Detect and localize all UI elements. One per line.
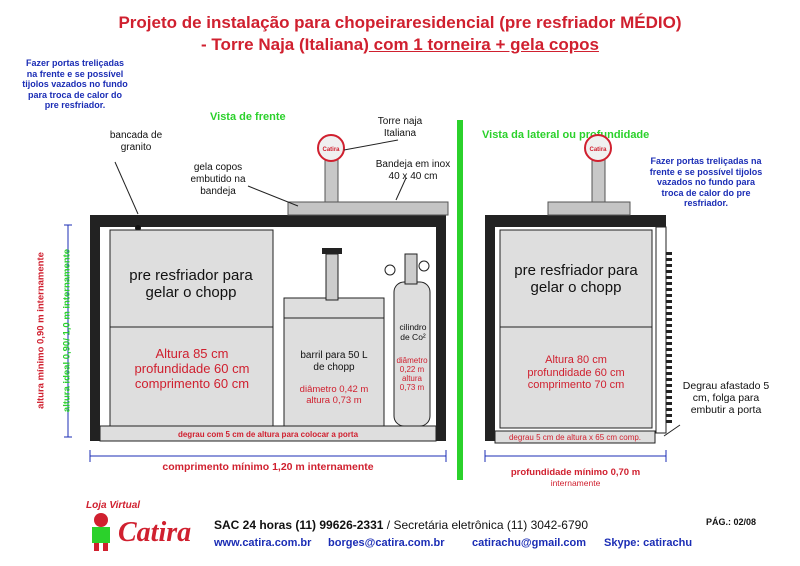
front-left-wall bbox=[90, 215, 100, 441]
lattice-slat bbox=[666, 384, 672, 387]
front-countertop bbox=[90, 215, 446, 227]
side-step-label: degrau 5 cm de altura x 65 cm comp. bbox=[508, 433, 642, 442]
contact-line: SAC 24 horas (11) 99626-2331 / Secretári… bbox=[214, 518, 588, 532]
lattice-slat bbox=[666, 366, 672, 369]
side-tower bbox=[591, 157, 606, 203]
title-line-2b: com 1 torneira + gela copos bbox=[368, 35, 599, 54]
skype-text: Skype: catirachu bbox=[604, 537, 693, 549]
co2-specs: diâmetro 0,22 m altura 0,73 m bbox=[394, 356, 430, 392]
title-line-2: - Torre Naja (Italiana) com 1 torneira +… bbox=[0, 34, 800, 55]
logo-figure-icon bbox=[92, 513, 110, 551]
side-cooler-label: pre resfriador para gelar o chopp bbox=[514, 262, 638, 296]
co2-label: cilindro de Co² bbox=[399, 322, 427, 342]
side-cooler-box bbox=[499, 229, 653, 429]
title-line-2a: - Torre Naja (Italiana) bbox=[201, 35, 369, 54]
torre-label: Torre naja Italiana bbox=[377, 116, 423, 139]
front-tower bbox=[324, 157, 339, 203]
front-cooler-label: pre resfriador para gelar o chopp bbox=[129, 267, 253, 301]
lattice-slat bbox=[666, 342, 672, 345]
lattice-slat bbox=[666, 360, 672, 363]
lattice-slat bbox=[666, 354, 672, 357]
keg-specs: diâmetro 0,42 m altura 0,73 m bbox=[286, 384, 382, 406]
lattice-slat bbox=[666, 402, 672, 405]
gela-copos-label: gela copos embutido na bandeja bbox=[190, 162, 246, 197]
front-cooler-box bbox=[109, 229, 274, 427]
ports-note-left: Fazer portas treliçadas na frente e se p… bbox=[22, 58, 128, 110]
co2-cylinder bbox=[393, 281, 431, 427]
title-line-1: Projeto de instalação para chopeiraresid… bbox=[118, 13, 682, 32]
co2-height: altura 0,73 m bbox=[399, 374, 425, 392]
site-link[interactable]: www.catira.com.br bbox=[214, 537, 312, 549]
lattice-slat bbox=[666, 348, 672, 351]
lattice-slat bbox=[666, 300, 672, 303]
front-cooler-length: comprimento 60 cm bbox=[134, 376, 250, 391]
ideal-height-label: altura ideal 0,90/ 1,0 m internamente bbox=[61, 248, 73, 413]
co2-diameter: diâmetro 0,22 m bbox=[396, 356, 428, 374]
front-cooler-depth: profundidade 60 cm bbox=[134, 361, 250, 376]
front-inox-tray bbox=[287, 201, 449, 216]
lattice-slat bbox=[666, 288, 672, 291]
min-length-label: comprimento mínimo 1,20 m internamente bbox=[162, 461, 374, 473]
lattice-slat bbox=[666, 396, 672, 399]
lattice-slat bbox=[666, 330, 672, 333]
lattice-slat bbox=[666, 378, 672, 381]
front-tower-badge bbox=[317, 134, 345, 162]
email-link-2[interactable]: catirachu@gmail.com bbox=[472, 537, 587, 549]
bandeja-label: Bandeja em inox 40 x 40 cm bbox=[375, 159, 451, 182]
bancada-label: bancada de granito bbox=[109, 130, 163, 153]
view-separator bbox=[457, 120, 463, 480]
side-cooler-length: comprimento 70 cm bbox=[527, 379, 625, 391]
lattice-slat bbox=[666, 312, 672, 315]
lattice-slat bbox=[666, 414, 672, 417]
lattice-slat bbox=[666, 336, 672, 339]
front-cabinet bbox=[90, 201, 449, 442]
lattice-slat bbox=[666, 306, 672, 309]
lattice-slat bbox=[666, 408, 672, 411]
front-right-wall bbox=[436, 215, 446, 441]
min-depth-internal: internamente bbox=[550, 478, 601, 488]
lattice-slat bbox=[666, 264, 672, 267]
side-cooler-specs: Altura 80 cm profundidade 60 cm comprime… bbox=[502, 354, 650, 392]
lattice-door bbox=[666, 252, 672, 423]
svg-text:Catira: Catira bbox=[589, 147, 607, 153]
lattice-slat bbox=[666, 252, 672, 255]
lattice-slat bbox=[666, 390, 672, 393]
lattice-slat bbox=[666, 318, 672, 321]
side-tower-badge bbox=[584, 134, 612, 162]
email-link-1[interactable]: borges@catira.com.br bbox=[328, 537, 445, 549]
keg-coupler bbox=[325, 253, 339, 301]
degrau-afastado-label: Degrau afastado 5 cm, folga para embutir… bbox=[682, 380, 770, 416]
lattice-slat bbox=[666, 294, 672, 297]
front-cooler-height: Altura 85 cm bbox=[155, 346, 229, 361]
front-view-label: Vista de frente bbox=[210, 111, 286, 123]
min-height-label: altura mínimo 0,90 m internamente bbox=[35, 252, 47, 409]
page-number: PÁG.: 02/08 bbox=[706, 517, 757, 527]
logo-text: Catira bbox=[118, 517, 192, 548]
side-cooler-depth: profundidade 60 cm bbox=[527, 366, 625, 379]
side-cooler-height: Altura 80 cm bbox=[545, 354, 607, 366]
front-step-label: degrau com 5 cm de altura para colocar a… bbox=[177, 430, 359, 439]
lattice-slat bbox=[666, 372, 672, 375]
front-cooler-specs: Altura 85 cm profundidade 60 cm comprime… bbox=[112, 346, 272, 391]
secretaria-text: / Secretária eletrônica (11) 3042-6790 bbox=[383, 518, 588, 532]
logo-subtitle: Loja Virtual bbox=[86, 500, 141, 511]
lattice-slat bbox=[666, 282, 672, 285]
lattice-slat bbox=[666, 270, 672, 273]
keg-diameter: diâmetro 0,42 m bbox=[299, 384, 369, 395]
svg-text:Catira: Catira bbox=[322, 147, 340, 153]
lattice-slat bbox=[666, 276, 672, 279]
lattice-slat bbox=[666, 420, 672, 423]
sac-text: SAC 24 horas (11) 99626-2331 bbox=[214, 518, 384, 532]
ports-note-right: Fazer portas treliçadas na frente e se p… bbox=[649, 156, 763, 208]
lattice-slat bbox=[666, 324, 672, 327]
keg-height: altura 0,73 m bbox=[306, 395, 362, 406]
catira-logo: Catira bbox=[84, 511, 206, 551]
keg-label: barril para 50 L de chopp bbox=[300, 350, 368, 373]
lattice-slat bbox=[666, 258, 672, 261]
keg-box bbox=[283, 297, 385, 427]
min-depth-text: profundidade mínimo 0,70 m bbox=[510, 467, 641, 478]
min-depth-label: profundidade mínimo 0,70 m internamente bbox=[485, 467, 666, 488]
